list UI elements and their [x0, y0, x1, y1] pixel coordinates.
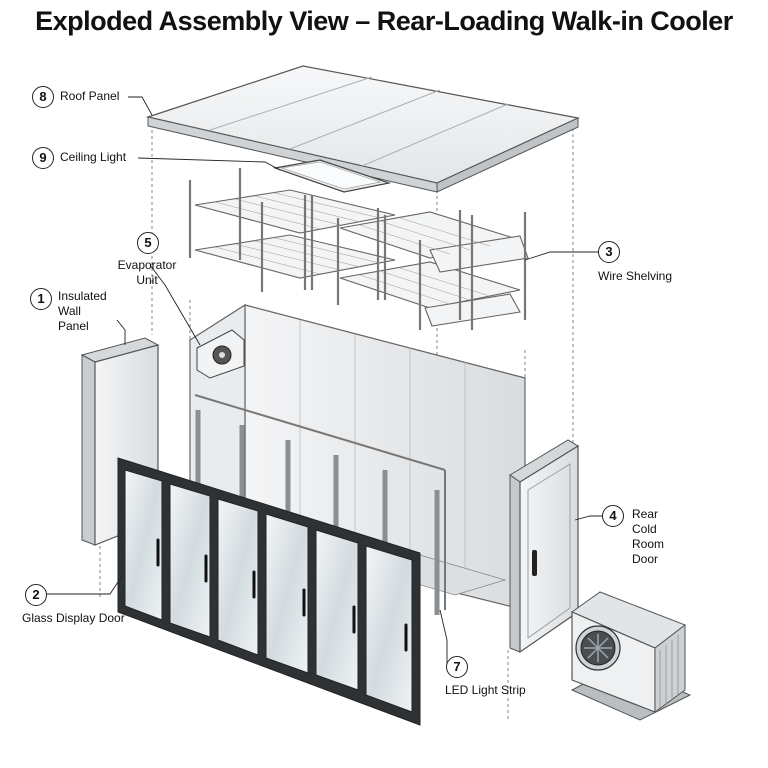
- callout-number: 3: [598, 241, 620, 263]
- rear-cold-room-door: [509, 439, 579, 654]
- callout-number: 1: [30, 288, 52, 310]
- callout-label: Evaporator Unit: [117, 258, 177, 287]
- callout-number: 5: [137, 232, 159, 254]
- callout-label: Rear Cold Room Door: [632, 507, 665, 566]
- ceiling-light: [272, 159, 392, 193]
- callout-label: Glass Display Door: [22, 611, 125, 625]
- leader-lines: [47, 96, 606, 667]
- callout-label: Roof Panel: [60, 89, 120, 103]
- callout-number: 8: [32, 86, 54, 108]
- callout-number: 9: [32, 147, 54, 169]
- wire-shelving: [188, 168, 529, 330]
- roof-panel: [145, 65, 580, 193]
- callout-number: 4: [602, 505, 624, 527]
- callout-label: Ceiling Light: [60, 150, 127, 164]
- condensing-unit: [570, 591, 692, 721]
- callout-label: Wire Shelving: [598, 269, 673, 283]
- callout-number: 7: [446, 656, 468, 678]
- callout-number: 2: [25, 584, 47, 606]
- callout-label: LED Light Strip: [445, 683, 526, 697]
- callout-label: Insulated Wall Panel: [58, 289, 107, 333]
- diagram-title: Exploded Assembly View – Rear-Loading Wa…: [35, 6, 733, 36]
- evaporator-unit: [196, 329, 245, 379]
- glass-display-doors: [117, 457, 421, 726]
